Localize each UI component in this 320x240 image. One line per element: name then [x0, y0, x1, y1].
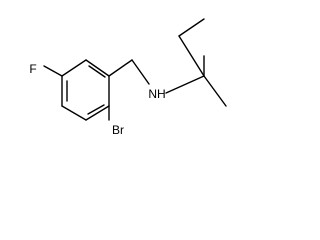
bond-methylene-nitrogen — [131, 59, 150, 85]
bond-ethyl-terminal — [178, 18, 205, 37]
bond-ring-methylene — [108, 59, 133, 77]
atom-label-amine: NH — [148, 87, 165, 101]
ring-bond-top-left — [61, 59, 87, 77]
atom-label-fluorine: F — [29, 62, 36, 76]
bond-quaternary-methyl-down — [203, 75, 227, 107]
ring-double-bond-bottom — [87, 104, 105, 115]
ring-bond-bottom-left — [61, 105, 87, 121]
bond-ring-fluorine — [43, 65, 63, 77]
molecule-structure: F NH Br — [29, 18, 227, 137]
ring-bond-bottom-right — [85, 105, 110, 121]
ring-bond-top-right — [85, 59, 110, 77]
atom-label-bromine: Br — [112, 123, 124, 137]
bond-nitrogen-quaternary-carbon — [165, 75, 205, 94]
bond-quaternary-ethyl — [178, 35, 205, 77]
ring-double-bond-top — [88, 65, 106, 78]
